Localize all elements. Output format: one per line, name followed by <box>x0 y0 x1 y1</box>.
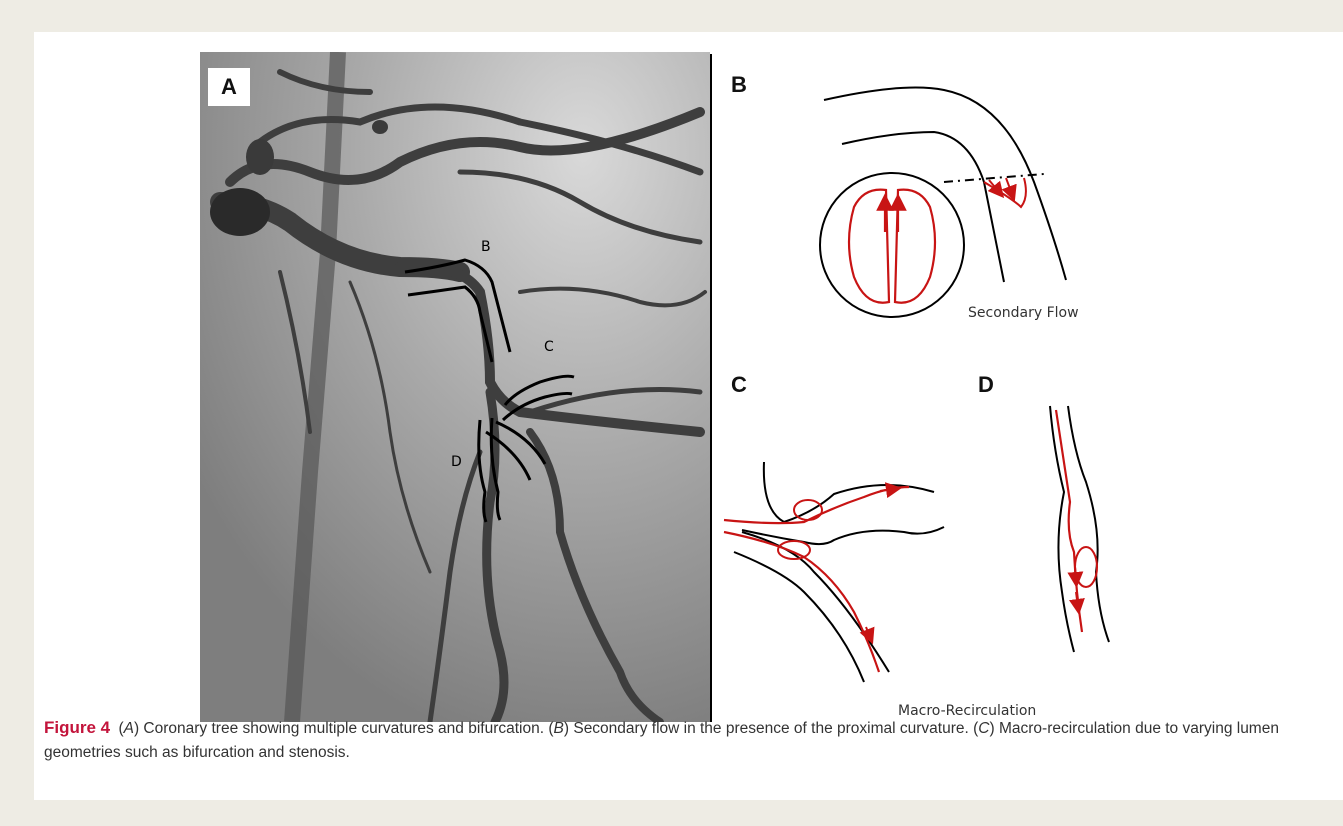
macro-recirculation-diagram: Macro-Recirculation <box>724 462 1036 719</box>
figure-number: Figure 4 <box>44 718 110 737</box>
figure-caption: Figure 4 (A) Coronary tree showing multi… <box>44 716 1324 765</box>
caption-part-b: (B) Secondary flow in the presence of th… <box>548 720 973 737</box>
figure-card: B C D A B C D Seconda <box>34 32 1343 800</box>
caption-part-a: (A) Coronary tree showing multiple curva… <box>118 720 548 737</box>
schematics: Secondary Flow Macro-Recirculation <box>34 32 1343 732</box>
secondary-flow-label: Secondary Flow <box>968 305 1079 321</box>
secondary-flow-diagram: Secondary Flow <box>820 88 1079 321</box>
stenosis-diagram <box>1050 406 1109 652</box>
